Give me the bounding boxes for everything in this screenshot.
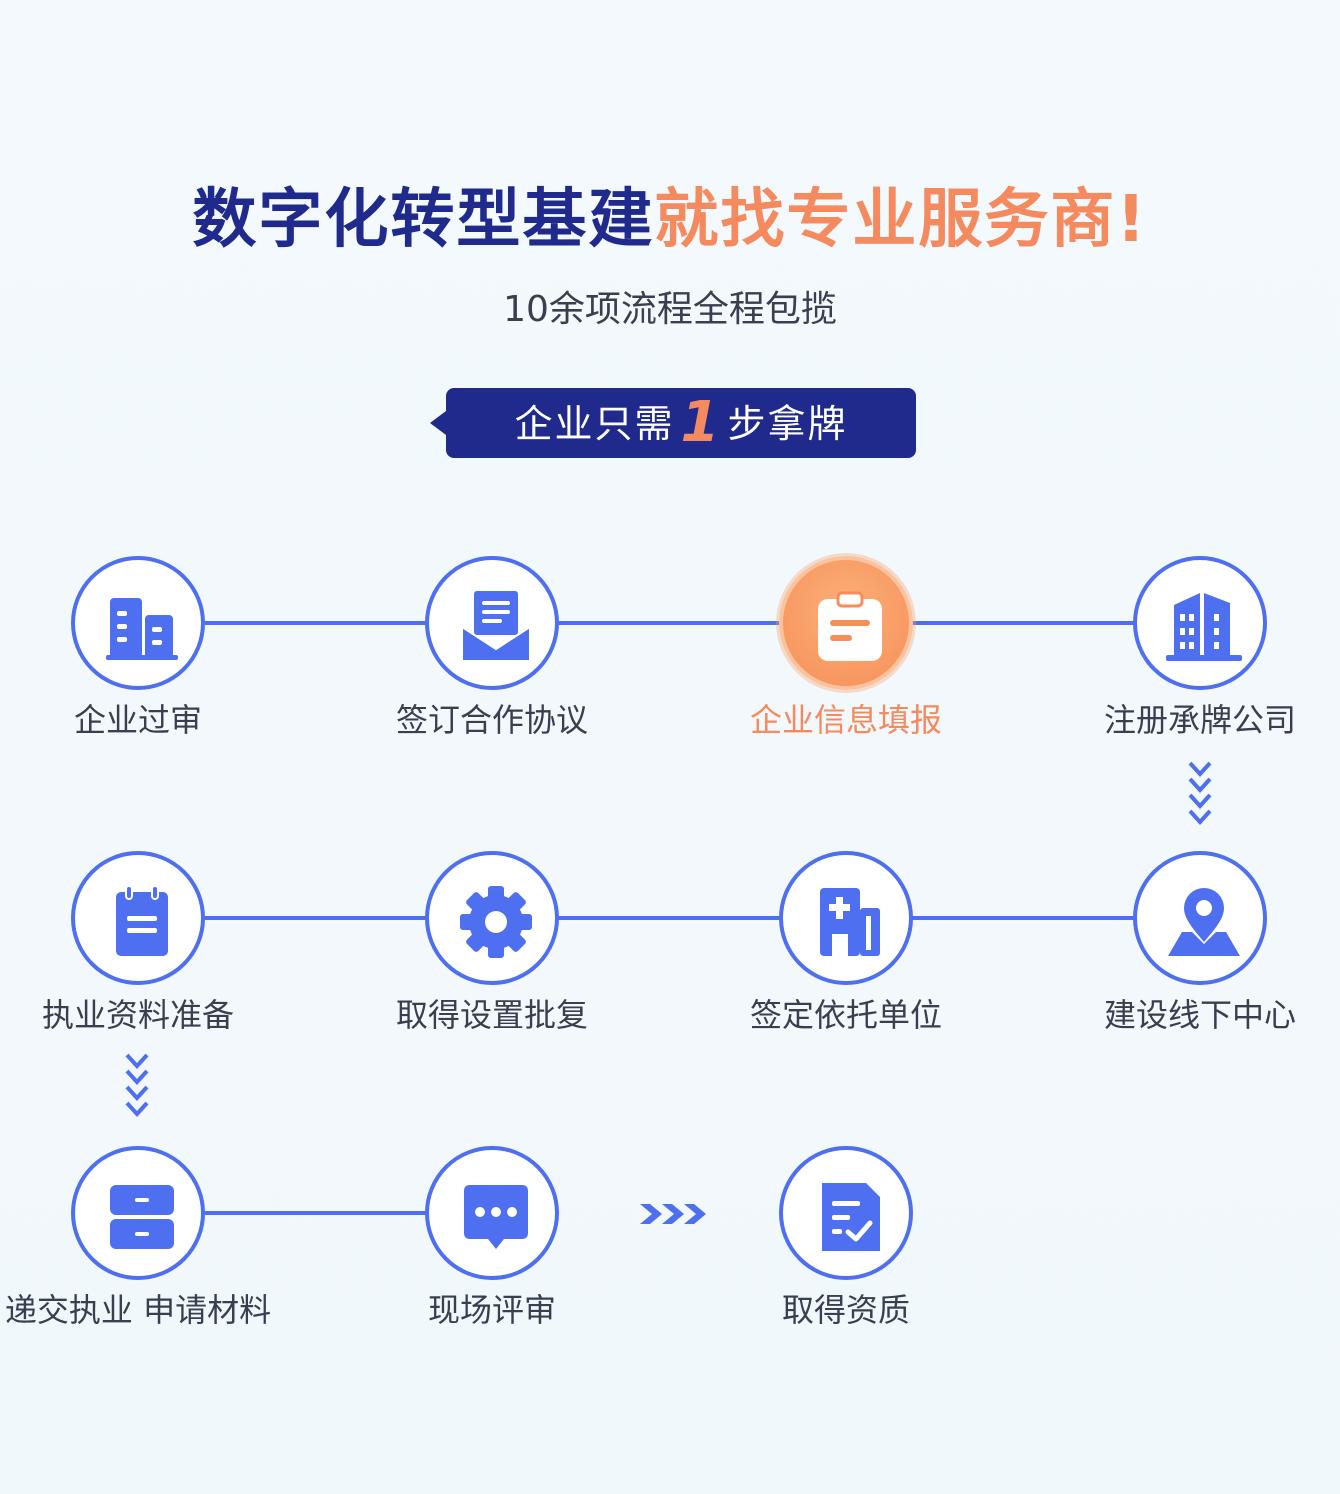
building-icon [106,598,178,660]
document-envelope-icon [461,591,531,662]
step-node-2 [425,556,559,690]
step-node-5 [1133,851,1267,985]
step-label-10: 现场评审 [427,1291,556,1329]
badge-text-after: 步拿牌 [727,402,848,446]
location-pin-icon [1168,888,1240,956]
step-node-6 [779,851,913,985]
step-node-9 [71,1146,205,1280]
subtitle: 10余项流程全程包揽 [503,289,837,330]
step-node-10 [425,1146,559,1280]
step-node-1 [71,556,205,690]
file-drawer-icon [110,1185,174,1249]
chevrons-right-icon [640,1204,706,1224]
step-label-6: 签定依托单位 [749,996,942,1034]
title-part-2: 就找专业服务商! [654,183,1148,257]
connector-line [205,621,1135,625]
clipboard-icon [818,591,882,661]
badge-number: 1 [680,390,722,455]
chevrons-down-icon [1188,761,1212,825]
notepad-icon [116,885,168,956]
step-node-4 [1133,556,1267,690]
badge-text-before: 企业只需 [514,402,675,446]
step-node-8 [71,851,205,985]
step-label-2: 签订合作协议 [395,701,588,739]
gear-icon [460,886,532,958]
page-title: 数字化转型基建就找专业服务商! [0,180,1340,260]
step-label-3: 企业信息填报 [749,701,942,739]
step-node-7 [425,851,559,985]
step-label-8: 执业资料准备 [41,996,234,1034]
step-label-5: 建设线下中心 [1103,996,1296,1034]
step-label-7: 取得设置批复 [395,996,588,1034]
skyscraper-icon [1166,593,1242,661]
step-label-11: 取得资质 [781,1291,910,1329]
connector-line [205,1211,427,1215]
hospital-icon [820,888,880,956]
step-label-9: 递交执业 申请材料 [4,1291,272,1329]
connector-line [205,916,1135,920]
chevrons-down-icon [125,1053,149,1117]
approved-document-icon [822,1183,880,1251]
step-node-3 [779,556,913,690]
step-label-4: 注册承牌公司 [1103,701,1296,739]
chat-bubble-icon [464,1185,528,1249]
step-label-1: 企业过审 [73,701,202,739]
title-part-1: 数字化转型基建 [192,183,655,257]
step-node-11 [779,1146,913,1280]
